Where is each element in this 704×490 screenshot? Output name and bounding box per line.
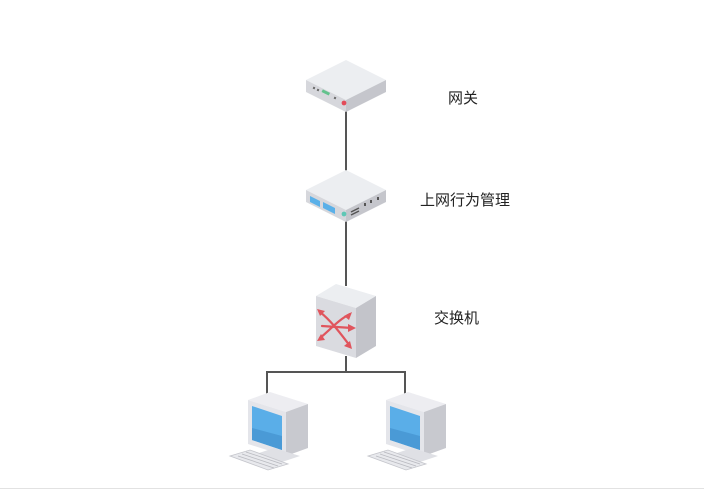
switch-icon (316, 284, 376, 358)
gateway-label: 网关 (448, 89, 479, 107)
behavior-manager-icon (306, 170, 386, 222)
link-branch (266, 371, 406, 394)
bottom-border (0, 488, 704, 489)
computer-icon (366, 392, 446, 471)
connectors (266, 110, 406, 394)
computer-icon (228, 392, 308, 471)
switch-label: 交换机 (434, 309, 480, 327)
gateway-icon (306, 60, 386, 112)
behavior-manager-label: 上网行为管理 (420, 191, 511, 209)
